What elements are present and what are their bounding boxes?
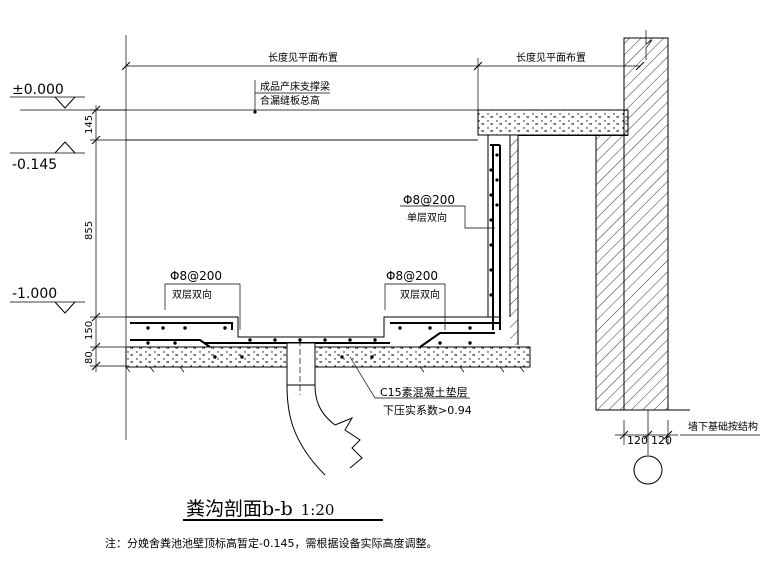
- rebar-leaders: Φ8@200 单层双向 Φ8@200 双层双向 Φ8@200 双层双向: [164, 193, 495, 330]
- section-title: 粪沟剖面b-b 1:20: [186, 494, 334, 521]
- dim-855: 855: [84, 221, 95, 240]
- rebar-left-note: 双层双向: [172, 288, 212, 301]
- cushion-labels: C15素混凝土垫层 下压实系数>0.94: [349, 356, 472, 417]
- drain-pipe: [284, 340, 363, 476]
- wall-dim-1: 120: [627, 434, 648, 447]
- cushion-label: C15素混凝土垫层: [380, 385, 468, 399]
- wall-top-slab: [477, 109, 629, 136]
- level-markers: ±0.000 -0.145 -1.000: [10, 82, 126, 314]
- dim-150: 150: [84, 321, 95, 340]
- level-0: ±0.000: [12, 82, 64, 98]
- wall-dim-2: 120: [651, 434, 672, 447]
- dim-top-left: 长度见平面布置: [268, 51, 338, 64]
- title-underline: [183, 519, 383, 521]
- drawing-note: 注：分娩舍粪池池壁顶标高暂定-0.145，需根据设备实际高度调整。: [105, 537, 438, 550]
- rebar-wall-note: 单层双向: [407, 211, 447, 224]
- rebar-right-note: 双层双向: [400, 288, 440, 301]
- section-title-scale: 1:20: [300, 501, 335, 519]
- rebar-wall: Φ8@200: [403, 193, 455, 207]
- wall-foundation: 120 120 墙下基础按结构: [615, 416, 760, 485]
- rebar-right: Φ8@200: [386, 269, 438, 283]
- beam-label-1: 成品产床支撑梁: [260, 80, 330, 93]
- foundation-note: 墙下基础按结构: [688, 420, 758, 433]
- pit-wall: [487, 134, 628, 345]
- grid-axis-bubble: [633, 455, 663, 485]
- level-1: -0.145: [12, 157, 57, 173]
- rebar-left: Φ8@200: [170, 269, 222, 283]
- vertical-dimensions: 145 855 150 80: [84, 105, 478, 372]
- bottom-slab: [125, 316, 531, 373]
- beam-lines: 成品产床支撑梁 合漏缝板总高: [126, 80, 478, 141]
- brick-wall: [595, 30, 690, 416]
- section-title-main: 粪沟剖面b-b: [186, 498, 293, 520]
- dim-145: 145: [84, 115, 95, 134]
- compaction-label: 下压实系数>0.94: [383, 403, 472, 417]
- beam-label-2: 合漏缝板总高: [260, 94, 320, 107]
- level-2: -1.000: [12, 286, 57, 302]
- top-dimension: 长度见平面布置 长度见平面布置: [121, 35, 645, 440]
- dim-80: 80: [84, 351, 95, 364]
- dim-top-right: 长度见平面布置: [516, 51, 586, 64]
